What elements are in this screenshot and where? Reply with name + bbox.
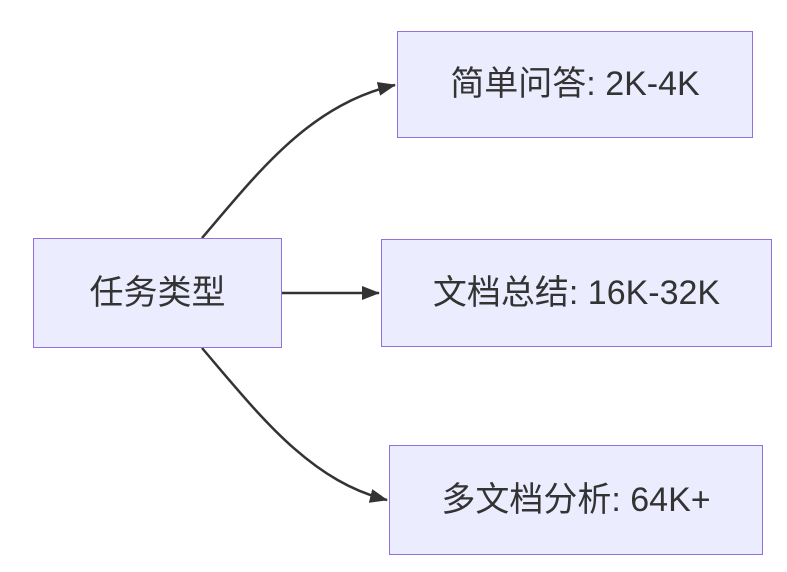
- edge-root-to-branch-0: [201, 82, 396, 239]
- node-simple-qa: 简单问答: 2K-4K: [397, 31, 753, 138]
- node-task-type: 任务类型: [33, 238, 282, 348]
- node-doc-summary: 文档总结: 16K-32K: [381, 239, 772, 347]
- node-task-type-label: 任务类型: [89, 273, 226, 312]
- node-doc-summary-label: 文档总结: 16K-32K: [432, 273, 721, 312]
- edge-root-to-branch-2: [201, 347, 388, 503]
- node-multi-doc-analysis: 多文档分析: 64K+: [389, 445, 763, 555]
- node-multi-doc-analysis-label: 多文档分析: 64K+: [441, 480, 711, 519]
- node-simple-qa-label: 简单问答: 2K-4K: [450, 65, 700, 104]
